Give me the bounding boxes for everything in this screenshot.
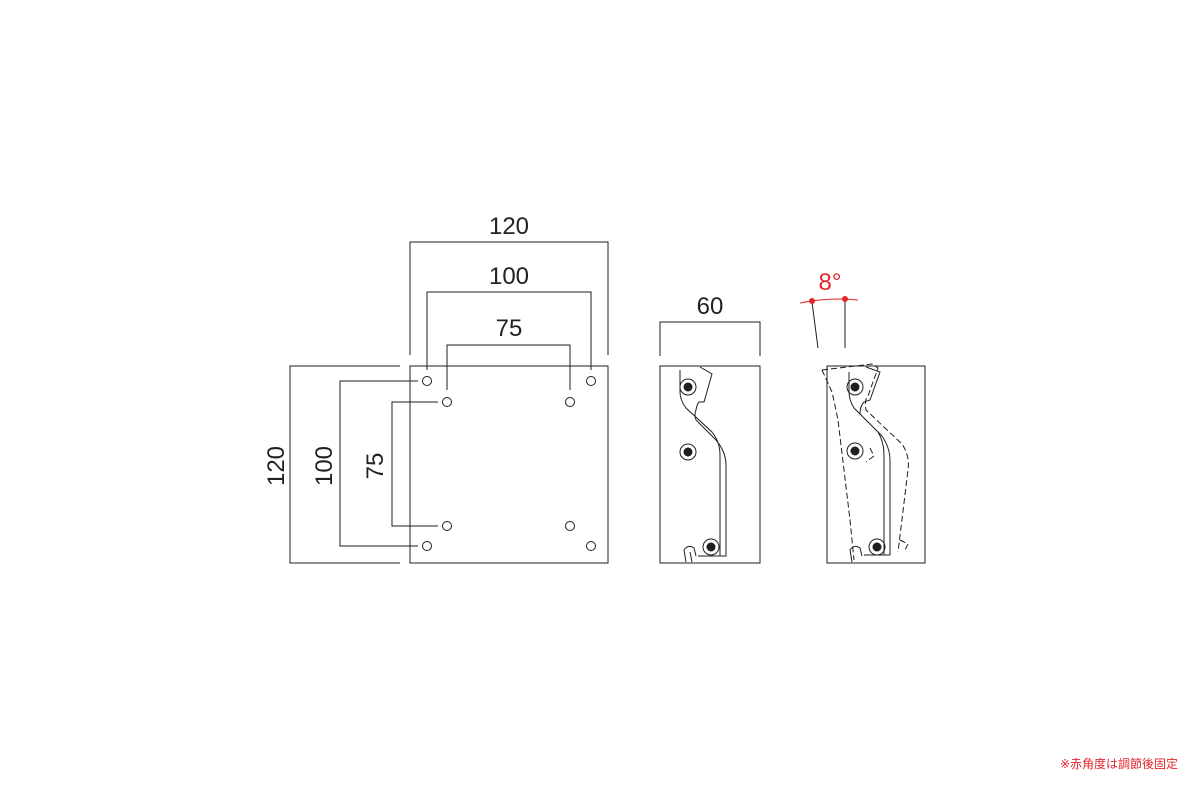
hole-75-bottom-right: [565, 521, 575, 531]
hole-100-top-right: [586, 376, 596, 386]
side-screw-middle: [679, 443, 697, 461]
side-screw-top: [679, 378, 697, 396]
tilt-plate: [826, 365, 926, 564]
hole-100-top-left: [422, 376, 432, 386]
side-plate: [659, 365, 761, 564]
height-75-label: 75: [362, 453, 389, 480]
tilt-angle-marker-right: [842, 296, 848, 302]
depth-60-label: 60: [697, 293, 724, 320]
side-hook: [683, 545, 697, 563]
hole-100-bottom-left: [422, 541, 432, 551]
tilt-bracket-profile: [848, 366, 891, 556]
tilt-screw-bottom: [868, 538, 886, 556]
side-screw-bottom: [702, 538, 720, 556]
tilt-bracket-tilted-outline: [821, 363, 909, 561]
height-100-label: 100: [311, 446, 338, 486]
width-120-bracket: [409, 241, 609, 355]
height-75-bracket: [391, 401, 438, 527]
height-120-bracket: [289, 365, 400, 564]
hole-75-top-right: [565, 397, 575, 407]
width-100-bracket: [426, 291, 592, 370]
front-plate: [409, 365, 609, 564]
tilt-angle-tilted-line: [811, 301, 819, 349]
tilt-angle-arc: [799, 298, 859, 304]
width-100-label: 100: [489, 263, 529, 290]
tilt-angle-marker-left: [809, 298, 815, 304]
tilt-hook: [849, 545, 863, 563]
height-120-label: 120: [263, 446, 290, 486]
hole-100-bottom-right: [586, 541, 596, 551]
tilt-angle-label: 8°: [819, 269, 842, 296]
width-75-label: 75: [496, 315, 523, 342]
depth-60-bracket: [659, 321, 761, 356]
adjustment-note: ※赤角度は調節後固定: [1059, 757, 1178, 771]
width-75-bracket: [446, 344, 571, 390]
hole-75-top-left: [442, 397, 452, 407]
tilt-screw-top: [846, 378, 864, 396]
width-120-label: 120: [489, 213, 529, 240]
hole-75-bottom-left: [442, 521, 452, 531]
tilt-screw-middle: [846, 442, 864, 460]
height-100-bracket: [339, 380, 418, 547]
side-bracket-profile: [679, 366, 727, 557]
